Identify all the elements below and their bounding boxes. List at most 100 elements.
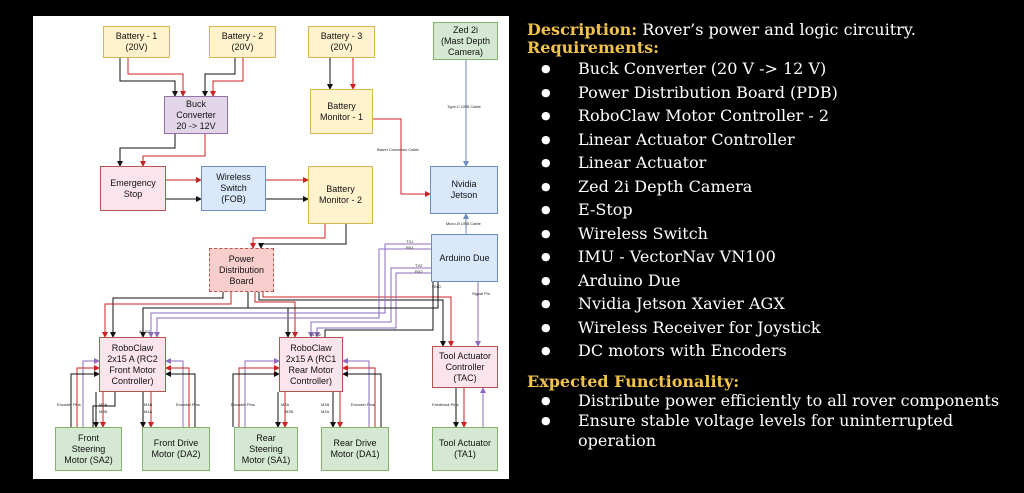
da1-encoder-pins-label: Encoder Pins [351, 402, 375, 407]
wire [342, 358, 370, 427]
wire [70, 371, 100, 427]
wire [148, 243, 431, 338]
wire [102, 292, 232, 338]
list-item: Wireless Receiver for Joystick [527, 316, 1017, 340]
wire [314, 272, 431, 338]
wire [76, 365, 100, 427]
m2b-front-label: M2B [99, 409, 108, 414]
list-item: Zed 2i Depth Camera [527, 175, 1017, 199]
wire [308, 267, 431, 338]
rear-drive-motor-block: Rear Drive Motor (DA1) [321, 427, 389, 471]
wireless-switch-block: Wireless Switch (FOB) [201, 166, 266, 211]
description-heading: Description: [527, 20, 638, 39]
wire [82, 358, 100, 427]
roboclaw-rc2-block: RoboClaw 2x15 A (RC2 Front Motor Control… [99, 337, 166, 392]
m1a-front-label: M1A [144, 409, 153, 414]
functionality-list: Distribute power efficiently to all rove… [527, 391, 1017, 451]
list-item: DC motors with Encoders [527, 339, 1017, 363]
list-item: Arduino Due [527, 269, 1017, 293]
m1a-rear-label: M1A [321, 409, 330, 414]
tx1-label: TX1 [406, 239, 414, 244]
requirements-heading: Requirements: [527, 38, 660, 57]
wire [232, 371, 280, 427]
functionality-heading: Expected Functionality: [527, 371, 740, 391]
wire [92, 392, 116, 427]
list-item: IMU - VectorNav VN100 [527, 245, 1017, 269]
list-item: Buck Converter (20 V -> 12 V) [527, 57, 1017, 81]
battery-1-block: Battery - 1 (20V) [103, 26, 170, 58]
rx2-label: RX2 [415, 269, 423, 274]
sa1-encoder-pins-label: Encoder Pins [231, 402, 255, 407]
wire [247, 292, 291, 338]
front-steering-motor-block: Front Steering Motor (SA2) [55, 427, 122, 471]
wire [210, 58, 244, 97]
da2-encoder-pins-label: Encoder Pins [176, 402, 200, 407]
wire [154, 248, 431, 338]
m2b-rear-label: M2B [285, 409, 294, 414]
emergency-stop-block: Emergency Stop [100, 166, 166, 211]
power-distribution-board-block: Power Distribution Board [209, 248, 274, 292]
wire [140, 282, 439, 338]
wire [165, 365, 190, 427]
feedback-pins-label: Feedback Pins [432, 402, 459, 407]
sa2-encoder-pins-label: Encoder Pins [57, 402, 81, 407]
requirements-list: Buck Converter (20 V -> 12 V) Power Dist… [527, 57, 1017, 363]
wiring-layer [70, 58, 486, 428]
nvidia-jetson-block: Nvidia Jetson [430, 166, 498, 214]
wire [202, 58, 236, 97]
m2a-front-label: M2A [99, 402, 108, 407]
wire [373, 118, 431, 197]
wire [342, 365, 376, 427]
front-drive-motor-block: Front Drive Motor (DA2) [142, 427, 210, 471]
description-text: Rover’s power and logic circuitry. [642, 20, 916, 39]
barrel-cable-label: Barrel Connector Cable [377, 147, 419, 152]
list-item: Nvidia Jetson Xavier AGX [527, 292, 1017, 316]
wire [165, 358, 184, 427]
wire [258, 292, 446, 347]
type-c-cable-label: Type-C USB Cable [447, 104, 481, 109]
roboclaw-rc1-block: RoboClaw 2x15 A (RC1 Rear Motor Controll… [279, 337, 343, 392]
tool-actuator-controller-block: Tool Actuator Controller (TAC) [432, 346, 498, 388]
rx1-label: RX1 [406, 245, 414, 250]
rc1-s1-s2-label: S1 S2 [310, 332, 321, 337]
list-item: Ensure stable voltage levels for uninter… [527, 411, 1017, 451]
wire [342, 371, 382, 427]
list-item: Distribute power efficiently to all rove… [527, 391, 1017, 411]
list-item: Wireless Switch [527, 222, 1017, 246]
m1b-rear-label: M1B [321, 402, 330, 407]
m2a-rear-label: M2A [281, 402, 290, 407]
list-item: Power Distribution Board (PDB) [527, 81, 1017, 105]
battery-2-block: Battery - 2 (20V) [209, 26, 276, 58]
rc2-s1-s2-label: S1 S2 [139, 329, 150, 334]
description-panel: Description: Rover’s power and logic cir… [527, 20, 1017, 451]
wire [165, 371, 196, 427]
tool-actuator-block: Tool Actuator (TA1) [432, 427, 498, 471]
tx2-label: TX2 [415, 263, 423, 268]
wire [258, 224, 347, 249]
battery-3-block: Battery - 3 (20V) [308, 26, 375, 58]
gnd-label: GND [432, 284, 441, 289]
wire [244, 358, 280, 427]
wire [250, 224, 326, 249]
circuit-diagram: Battery - 1 (20V) Battery - 2 (20V) Batt… [33, 16, 509, 479]
list-item: Linear Actuator [527, 151, 1017, 175]
battery-monitor-1-block: Battery Monitor - 1 [310, 89, 373, 134]
m1b-front-label: M1B [144, 402, 153, 407]
wire [238, 365, 280, 427]
description-line: Description: Rover’s power and logic cir… [527, 20, 1017, 39]
wire [110, 286, 224, 338]
wire [127, 58, 186, 97]
wire [254, 292, 298, 338]
wire [117, 134, 176, 167]
list-item: E-Stop [527, 198, 1017, 222]
wire [119, 58, 178, 97]
wire [140, 134, 206, 167]
rear-steering-motor-block: Rear Steering Motor (SA1) [234, 427, 298, 471]
list-item: Linear Actuator Controller [527, 128, 1017, 152]
buck-converter-block: Buck Converter 20 -> 12V [164, 96, 228, 134]
arduino-due-block: Arduino Due [431, 234, 498, 282]
zed-camera-block: Zed 2i (Mast Depth Camera) [433, 22, 498, 60]
battery-monitor-2-block: Battery Monitor - 2 [308, 166, 373, 224]
signal-pin-label: Signal Pin [472, 291, 491, 296]
wire [262, 292, 454, 347]
